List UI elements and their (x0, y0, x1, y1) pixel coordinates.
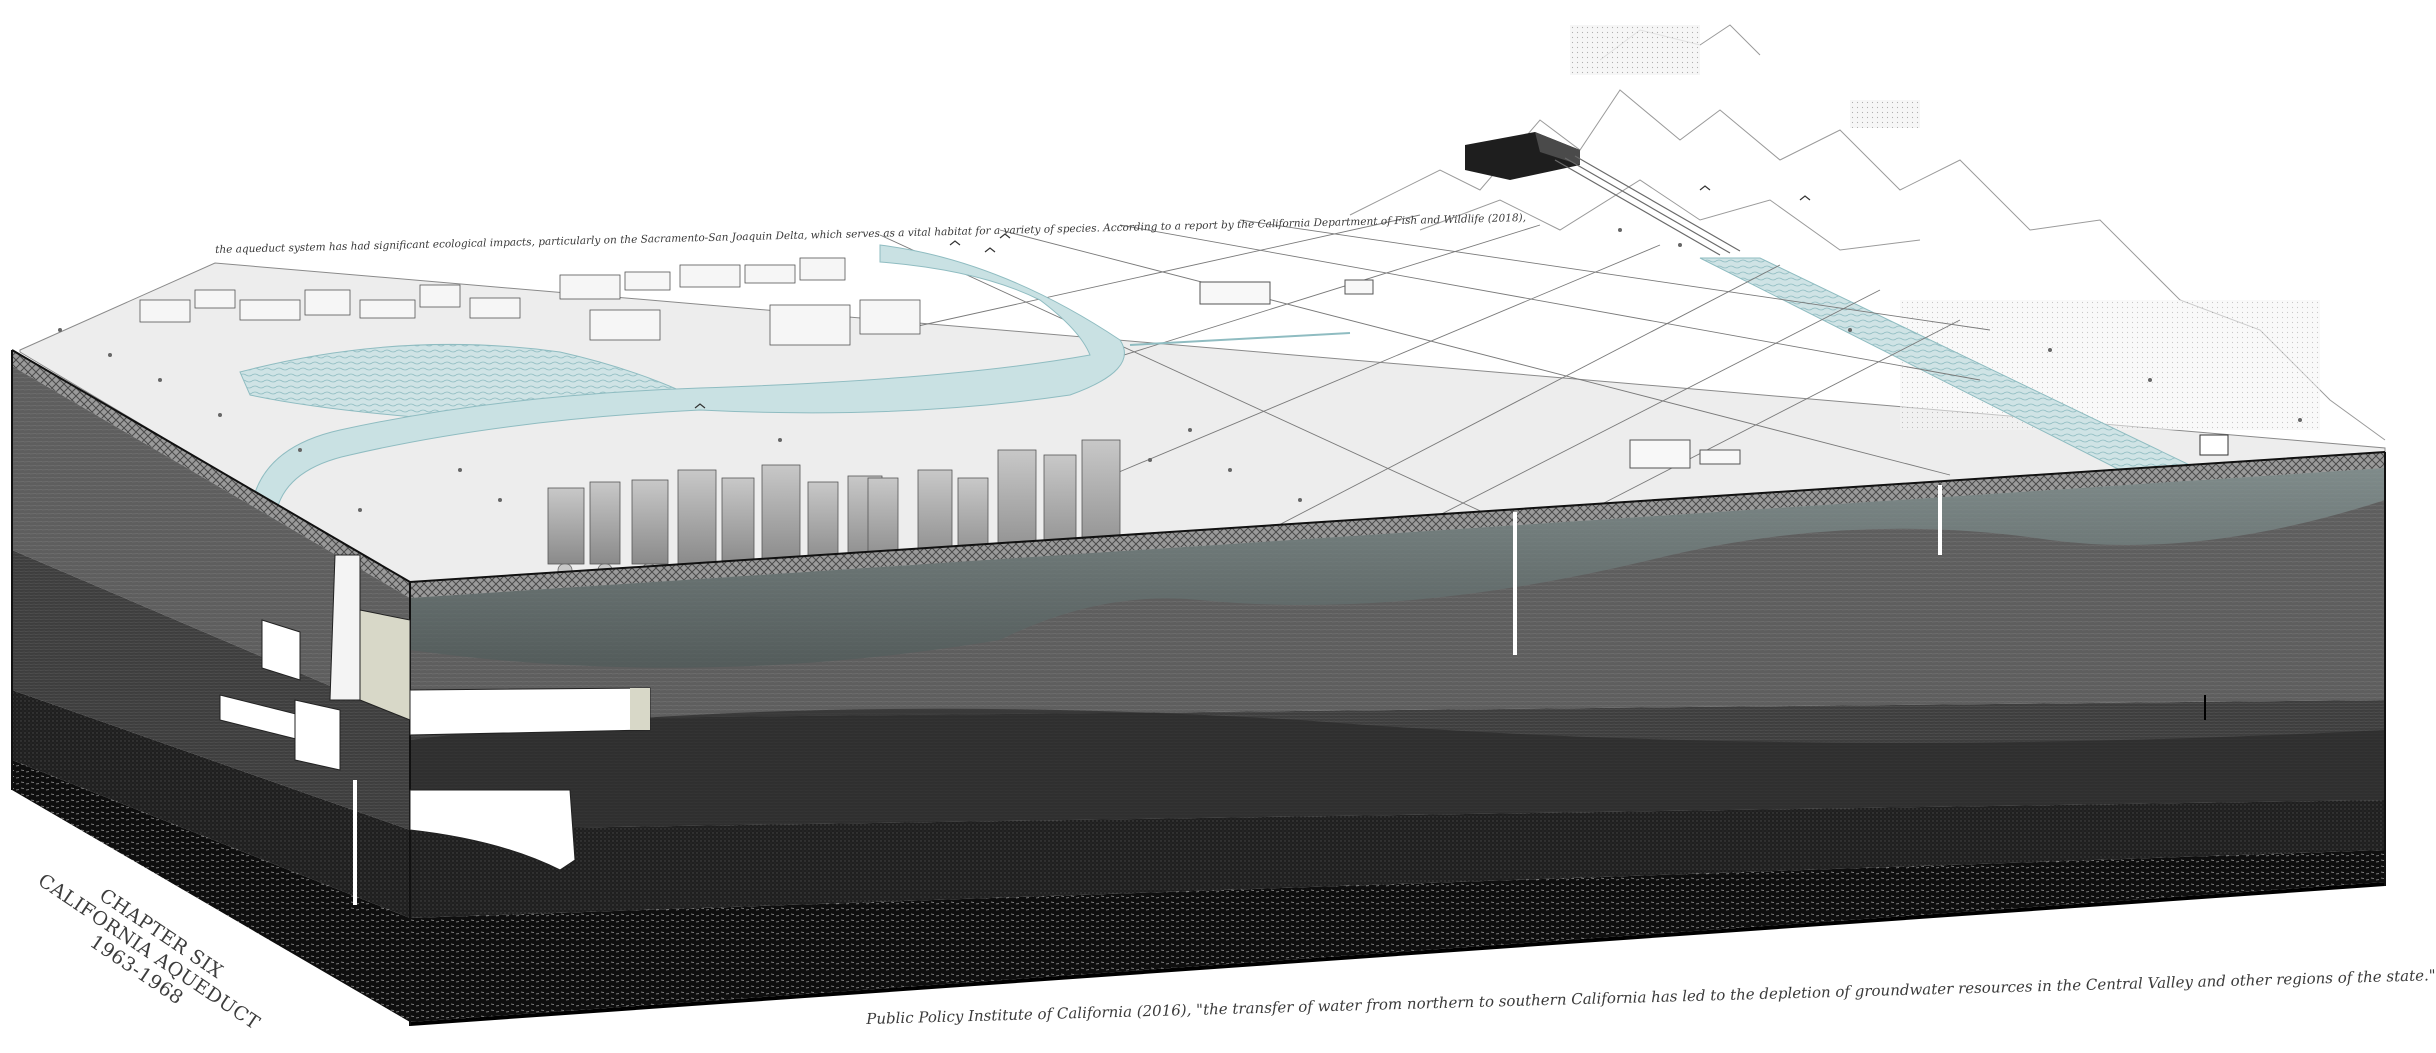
farmland-grid (879, 214, 1991, 541)
cloud-pattern-2 (1850, 100, 1920, 128)
penstock-pipes (1554, 155, 1741, 256)
left-face-layer-4 (12, 760, 410, 1022)
bedrock-edge (410, 882, 2385, 1026)
front-face-hatch (410, 452, 2385, 598)
left-face-layer-1 (12, 366, 410, 720)
tunnel-system (219, 554, 651, 905)
front-face-layer-4 (410, 850, 2385, 1022)
cloud-pattern (1570, 25, 1700, 75)
birds (694, 185, 1811, 409)
aquifer-zone (410, 468, 2385, 668)
control-gate (2199, 434, 2229, 456)
left-face-layer-3 (12, 690, 410, 918)
front-face-layer-3 (410, 800, 2385, 918)
trees (58, 228, 2302, 512)
left-face-hatch (12, 350, 410, 598)
farm-buildings (1199, 279, 1741, 469)
pumping-plant (1465, 132, 1580, 180)
irrigation-channel (1129, 332, 1351, 346)
city-buildings (139, 257, 921, 346)
dark-groundwater-lens (410, 708, 2385, 830)
